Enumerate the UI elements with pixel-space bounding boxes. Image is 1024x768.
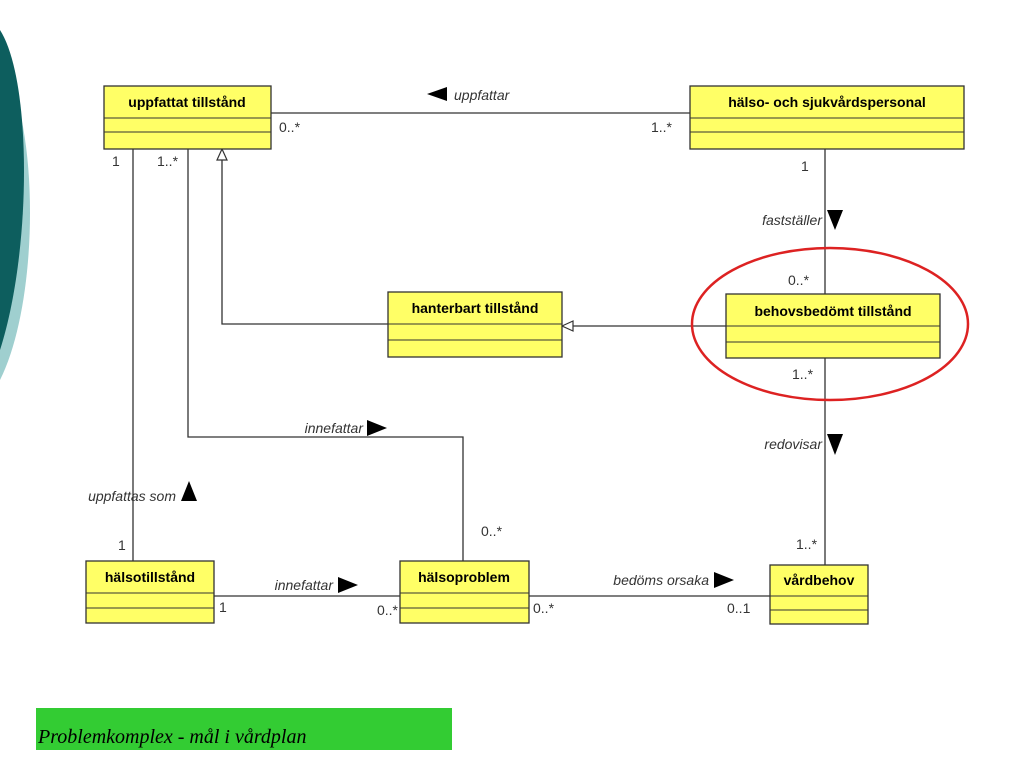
arrow-faststaller-down-icon [827,210,843,230]
arrow-bedoms-orsaka-right-icon [714,572,734,588]
arrow-uppfattas-som-up-icon [181,481,197,501]
class-name-personal: hälso- och sjukvårdspersonal [728,94,926,110]
line-generalization-hanterbart [221,160,388,325]
mult-vardbehov-left: 0..1 [727,600,751,616]
generalization-arrowhead-left [560,320,574,332]
class-name-uppfattat: uppfattat tillstånd [128,94,245,110]
mult-halsotillstand-top: 1 [118,537,126,553]
arrow-redovisar-down-icon [827,434,843,455]
assoc-label-innefattar-bottom: innefattar [275,577,335,593]
mult-behovsbedomt-bottom: 1..* [792,366,814,382]
direction-arrows [181,87,843,593]
mult-halsotillstand-right: 1 [219,599,227,615]
line-innefattar-top [187,149,464,561]
caption-banner: Problemkomplex - mål i vårdplan [36,708,452,750]
mult-halsoproblem-right: 0..* [533,600,555,616]
class-name-halsoproblem: hälsoproblem [418,569,510,585]
assoc-label-faststaller: fastställer [762,212,823,228]
generalization-arrowhead-up [216,147,228,161]
class-halso-och-sjukvardspersonal[interactable]: hälso- och sjukvårdspersonal [689,85,965,150]
class-name-behovsbedomt: behovsbedömt tillstånd [754,303,911,319]
class-halsotillstand[interactable]: hälsotillstånd [85,560,215,624]
mult-uppfattat-bottom-left: 1 [112,153,120,169]
assoc-label-redovisar: redovisar [764,436,823,452]
association-lines [132,112,826,597]
mult-personal-bottom: 1 [801,158,809,174]
class-hanterbart-tillstand[interactable]: hanterbart tillstånd [387,291,563,358]
assoc-label-bedoms-orsaka: bedöms orsaka [613,572,709,588]
mult-behovsbedomt-top: 0..* [788,272,810,288]
decoration-dark-shape [0,30,24,350]
slide-decoration [0,30,30,380]
mult-halsoproblem-top: 0..* [481,523,503,539]
caption-text: Problemkomplex - mål i vårdplan [38,726,307,748]
class-behovsbedomt-tillstand[interactable]: behovsbedömt tillstånd [725,293,941,359]
highlight-ellipse [690,246,970,402]
arrow-uppfattar-left-icon [427,87,447,101]
mult-uppfattat-bottom-mid: 1..* [157,153,179,169]
arrow-innefattar-top-right-icon [367,420,387,436]
mult-personal-left: 1..* [651,119,673,135]
class-name-hanterbart: hanterbart tillstånd [412,300,539,316]
assoc-label-uppfattas-som: uppfattas som [88,488,176,504]
mult-vardbehov-top: 1..* [796,536,818,552]
arrow-innefattar-bottom-right-icon [338,577,358,593]
class-uppfattat-tillstand[interactable]: uppfattat tillstånd [103,85,272,150]
mult-halsoproblem-left: 0..* [377,602,399,618]
assoc-label-innefattar-top: innefattar [305,420,365,436]
class-name-halsotillstand: hälsotillstånd [105,569,195,585]
assoc-label-uppfattar: uppfattar [454,87,511,103]
mult-uppfattat-right: 0..* [279,119,301,135]
class-vardbehov[interactable]: vårdbehov [769,564,869,625]
class-name-vardbehov: vårdbehov [784,572,855,588]
class-halsoproblem[interactable]: hälsoproblem [399,560,530,624]
